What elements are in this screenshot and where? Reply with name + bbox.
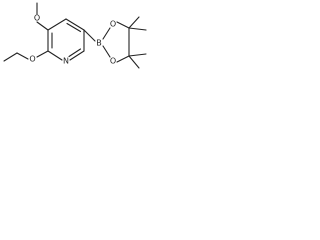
chemical-structure-diagram: O O N B O O [3,2,147,69]
bond-c3-c4 [47,18,67,31]
bonds [3,2,147,69]
atom-labels: O O N B O O [29,14,116,66]
bond-c3-o-methoxy [36,21,49,31]
bond-o-top-c [116,21,130,29]
bond-c4-c5 [65,18,85,31]
bond-o-ch2 [16,52,29,60]
bond-methyl-top-up [128,16,140,29]
bond-b-o-top [102,27,111,40]
atom-methoxy-oxygen: O [34,14,40,23]
atom-boron: B [96,39,102,48]
bond-o-bottom-b [102,45,111,58]
atom-ethoxy-oxygen: O [29,55,35,64]
bond-ch2-ch3 [3,52,18,62]
bond-c6-n1-double [68,48,82,58]
bond-c5-boron [83,29,96,42]
bond-c-o-bottom [116,55,130,63]
bond-methyl-bottom-right [128,53,147,57]
bond-c2-o-ethoxy [36,50,49,58]
atom-boronate-oxygen-top: O [110,20,116,29]
bond-c6-n1 [69,50,85,61]
bond-c4-c5-double [66,22,82,33]
atom-ring-nitrogen: N [63,57,69,66]
bond-n1-c2 [47,50,63,61]
atom-boronate-oxygen-bottom: O [110,57,116,66]
bond-methyl-top-right [128,27,147,31]
bond-methyl-bottom-down [128,55,140,69]
